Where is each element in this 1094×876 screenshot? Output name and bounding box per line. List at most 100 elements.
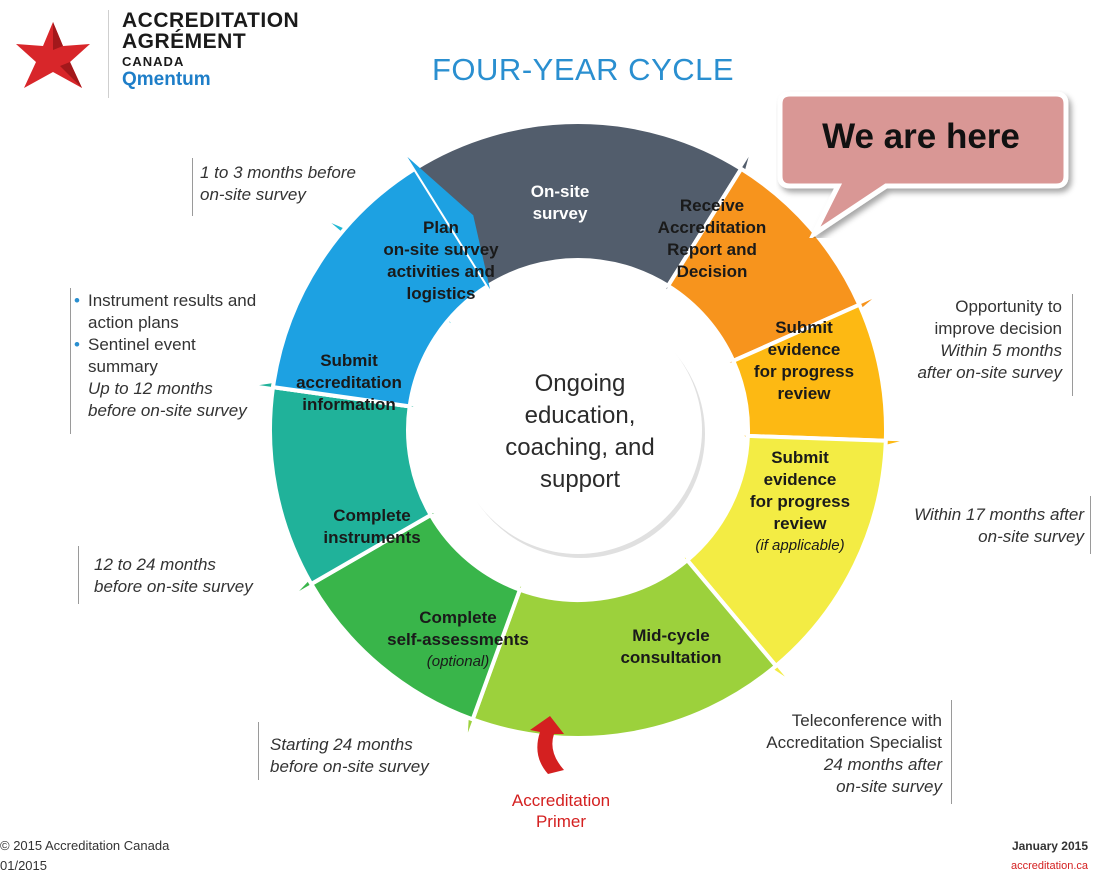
primer-curved-arrow-icon	[530, 716, 564, 774]
segment-onsite-line-2: survey	[532, 204, 588, 223]
logo-wordmark: ACCREDITATION AGRÉMENT CANADA Qmentum	[122, 10, 299, 89]
segment-label-receive-report: Receive Accreditation Report and Decisio…	[658, 195, 767, 283]
segment-info-line-3: information	[302, 395, 396, 414]
center-disc	[454, 306, 702, 554]
footer-right: January 2015 accreditation.ca	[1011, 836, 1088, 876]
segment-submit2-line-2: evidence	[763, 470, 837, 489]
segment-label-instruments: Complete instruments	[323, 505, 420, 549]
segment-midcycle-line-2: consultation	[620, 648, 722, 667]
segment-plan-line-1: Plan	[423, 218, 459, 237]
center-text-line-3: coaching, and	[505, 434, 655, 461]
note-selfassess-line-1: Starting 24 months	[270, 735, 413, 754]
ring-segment-plan	[270, 166, 491, 409]
note-submit2-line-2: on-site survey	[978, 527, 1084, 546]
segment-selfassess-sub: (optional)	[426, 653, 490, 670]
we-are-here-text: We are here	[822, 117, 1020, 156]
note-midcycle-divider	[951, 700, 952, 804]
segment-receive-line-4: Decision	[676, 262, 748, 281]
note-plan-line-1: 1 to 3 months before	[200, 163, 356, 182]
note-plan-divider	[192, 158, 193, 216]
note-selfassess-divider	[258, 722, 259, 780]
note-midcycle-line-1: Teleconference with	[791, 711, 942, 730]
center-text-line-2: education,	[524, 402, 636, 429]
note-midcycle-line-3: 24 months after	[823, 755, 942, 774]
segment-info-line-1: Submit	[320, 351, 378, 370]
note-plan-line-2: on-site survey	[200, 185, 306, 204]
note-info: Instrument results and action plans Sent…	[72, 290, 282, 422]
note-info-bullet-1-line-1: Instrument results and	[88, 291, 257, 310]
note-midcycle-line-4: on-site survey	[836, 777, 942, 796]
center-text: Ongoing education, coaching, and support	[480, 368, 680, 496]
note-submit1-line-2: improve decision	[934, 319, 1062, 338]
center-text-line-1: Ongoing	[534, 370, 626, 397]
segment-instruments-line-2: instruments	[323, 528, 421, 547]
primer-line-1: Accreditation	[511, 791, 611, 810]
note-info-bullet-2-line-1: Sentinel event	[88, 335, 196, 354]
segment-label-submit-evidence-1: Submit evidence for progress review	[754, 317, 854, 405]
segment-submit2-line-3: for progress	[749, 492, 851, 511]
segment-receive-line-2: Accreditation	[657, 218, 767, 237]
ring-segment-midcycle	[470, 557, 779, 740]
note-midcycle-line-2: Accreditation Specialist	[766, 733, 942, 752]
note-info-italic-1: Up to 12 months	[88, 379, 213, 398]
segment-info-line-2: accreditation	[296, 373, 402, 392]
note-plan-timing: 1 to 3 months before on-site survey	[200, 162, 356, 206]
page-title: FOUR-YEAR CYCLE	[432, 52, 735, 87]
logo-divider	[108, 10, 109, 98]
footer-left: © 2015 Accreditation Canada 01/2015	[0, 836, 169, 876]
note-instruments-timing: 12 to 24 months before on-site survey	[94, 554, 253, 598]
segment-receive-line-1: Receive	[679, 196, 745, 215]
note-submit1-line-1: Opportunity to	[955, 297, 1062, 316]
segment-onsite-line-1: On-site	[530, 182, 590, 201]
segment-submit1-line-4: review	[777, 384, 831, 403]
logo-line-canada: CANADA	[122, 54, 185, 69]
segment-submit2-line-4: review	[773, 514, 827, 533]
note-selfassess-line-2: before on-site survey	[270, 757, 429, 776]
footer-date-small: 01/2015	[0, 858, 47, 873]
segment-submit2-line-1: Submit	[771, 448, 829, 467]
logo-line-accreditation: ACCREDITATION	[122, 9, 300, 32]
note-selfassess-timing: Starting 24 months before on-site survey	[270, 734, 429, 778]
we-are-here-callout	[777, 91, 1069, 238]
footer-date: January 2015	[1011, 839, 1088, 853]
segment-selfassess-line-2: self-assessments	[387, 630, 529, 649]
footer-url: accreditation.ca	[1010, 860, 1088, 872]
note-info-bullet-2: Sentinel event summary	[72, 334, 282, 378]
segment-submit1-line-3: for progress	[753, 362, 855, 381]
ring-segment-onsite	[412, 120, 744, 289]
note-submit2-timing: Within 17 months after on-site survey	[880, 504, 1084, 548]
footer-copyright: © 2015 Accreditation Canada	[0, 838, 170, 853]
segment-plan-line-4: logistics	[406, 284, 476, 303]
segment-plan-line-2: on-site survey	[383, 240, 499, 259]
note-instruments-line-1: 12 to 24 months	[94, 555, 216, 574]
note-info-bullet-1: Instrument results and action plans	[72, 290, 282, 334]
note-info-bullet-1-line-2: action plans	[88, 313, 179, 332]
segment-label-accreditation-info: Submit accreditation information	[296, 350, 402, 416]
segment-receive-line-3: Report and	[667, 240, 757, 259]
note-info-italic-2: before on-site survey	[88, 401, 247, 420]
note-submit1: Opportunity to improve decision Within 5…	[880, 296, 1062, 384]
note-info-divider	[70, 288, 71, 434]
logo-line-agrement: AGRÉMENT	[122, 30, 247, 53]
segment-label-plan: Plan on-site survey activities and logis…	[383, 217, 498, 305]
logo-line-qmentum: Qmentum	[122, 69, 211, 90]
segment-submit1-line-1: Submit	[775, 318, 833, 337]
note-submit1-divider	[1072, 294, 1073, 396]
note-submit2-divider	[1090, 496, 1091, 554]
note-instruments-divider	[78, 546, 79, 604]
segment-submit2-sub: (if applicable)	[755, 537, 845, 554]
segment-plan-line-3: activities and	[387, 262, 495, 281]
note-instruments-line-2: before on-site survey	[94, 577, 253, 596]
ring-segment-arrow-plan	[407, 156, 491, 290]
note-midcycle: Teleconference with Accreditation Specia…	[720, 710, 942, 798]
segment-label-mid-cycle: Mid-cycle consultation	[620, 625, 721, 669]
segment-selfassess-line-1: Complete	[419, 608, 497, 627]
segment-submit1-line-2: evidence	[767, 340, 841, 359]
note-submit2-line-1: Within 17 months after	[914, 505, 1084, 524]
segment-label-submit-evidence-2: Submit evidence for progress review (if …	[750, 447, 850, 557]
center-text-line-4: support	[539, 466, 621, 493]
note-submit1-line-4: after on-site survey	[917, 363, 1062, 382]
segment-instruments-line-1: Complete	[333, 506, 411, 525]
accreditation-canada-logo-star-icon	[16, 22, 90, 88]
